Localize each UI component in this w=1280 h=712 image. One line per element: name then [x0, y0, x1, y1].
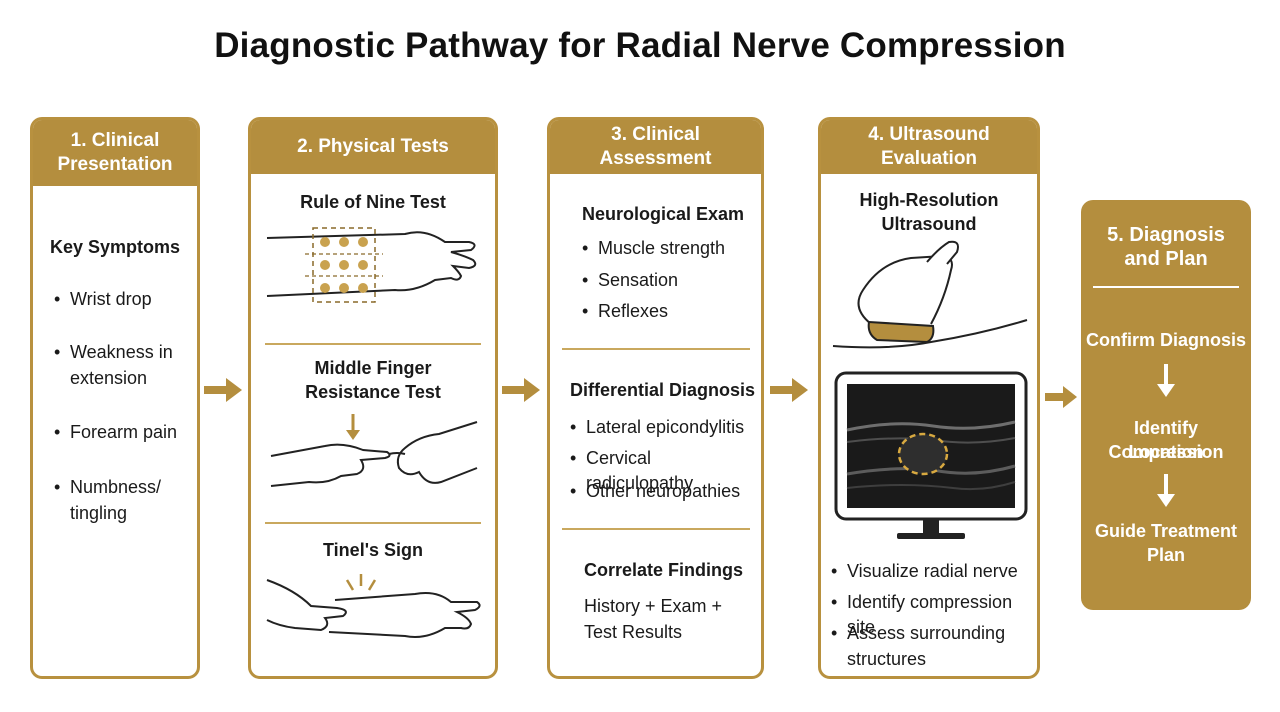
step4-item-3: Assess surrounding: [831, 621, 1005, 646]
step1-header: 1. Clinical Presentation: [33, 120, 197, 186]
step5-header-line1: 5. Diagnosis: [1107, 224, 1225, 246]
arrow-down-icon: [1157, 474, 1175, 507]
step5-step-a: Confirm Diagnosis: [1085, 330, 1246, 350]
step4-card: 4. Ultrasound Evaluation High-Resolution…: [818, 117, 1040, 679]
step3-header: 3. Clinical Assessment: [550, 120, 761, 174]
step2-divider-1: [265, 343, 481, 345]
step3-section3-line2: Test Results: [584, 622, 683, 642]
step1-item-3: Forearm pain: [54, 420, 177, 445]
step1-item-4-cont: tingling: [70, 503, 128, 523]
arrow-right-icon: [502, 378, 540, 402]
step3-card: 3. Clinical Assessment Neurological Exam…: [547, 117, 764, 679]
step2-header: 2. Physical Tests: [251, 120, 495, 174]
step5-step-b-line2: Location: [1128, 442, 1204, 462]
step5-step-c-line2: Plan: [1146, 545, 1185, 565]
step3-divider-1: [562, 348, 750, 350]
step5-step-c-line1: Guide Treatment: [1094, 521, 1238, 541]
step3-section1-item-1: Muscle strength: [582, 236, 725, 261]
step4-subheading-line1: High-Resolution: [859, 190, 999, 210]
tinel-sign-illustration: [266, 574, 481, 638]
step3-section3: Correlate Findings: [584, 560, 744, 580]
step2-test2-line1: Middle Finger: [314, 358, 432, 378]
step5-divider: [1093, 286, 1239, 288]
step1-item-4: Numbness/: [54, 475, 161, 500]
step2-card: 2. Physical Tests Rule of Nine Test Midd…: [248, 117, 498, 679]
step3-divider-2: [562, 528, 750, 530]
step1-header-line2: Presentation: [57, 154, 173, 175]
step1-item-2: Weakness in: [54, 340, 173, 365]
step5-header-line2: and Plan: [1124, 248, 1208, 270]
step1-subheading: Key Symptoms: [49, 237, 181, 257]
ultrasound-probe-illustration: [832, 240, 1028, 349]
step4-item-1: Visualize radial nerve: [831, 559, 1018, 584]
step2-divider-2: [265, 522, 481, 524]
arrow-down-icon: [1157, 364, 1175, 397]
ultrasound-monitor-icon: [834, 371, 1028, 539]
step5-card: 5. Diagnosis and Plan Confirm Diagnosis …: [1081, 200, 1251, 610]
arrow-right-icon: [770, 378, 808, 402]
finger-resistance-illustration: [270, 414, 478, 487]
step2-test1: Rule of Nine Test: [300, 192, 446, 212]
step2-test3: Tinel's Sign: [323, 540, 423, 560]
step1-item-1: Wrist drop: [54, 287, 152, 312]
step4-subheading-line2: Ultrasound: [881, 214, 977, 234]
arrow-right-icon: [1045, 386, 1077, 408]
step3-section1: Neurological Exam: [582, 204, 745, 224]
arrow-right-icon: [204, 378, 242, 402]
step2-test2-line2: Resistance Test: [305, 382, 441, 402]
page-title: Diagnostic Pathway for Radial Nerve Comp…: [214, 26, 1066, 65]
step3-section2-item-3: Other neuropathies: [570, 479, 740, 504]
step4-header: 4. Ultrasound Evaluation: [821, 120, 1037, 174]
forearm-dots-illustration: [266, 227, 477, 303]
step3-section2: Differential Diagnosis: [570, 380, 756, 400]
step1-header-line1: 1. Clinical: [70, 130, 160, 151]
step5-step-b-line1: Identify Compression: [1108, 418, 1224, 462]
step1-item-2-cont: extension: [70, 368, 148, 388]
step1-card: 1. Clinical Presentation Key Symptoms Wr…: [30, 117, 200, 679]
step3-section2-item-1: Lateral epicondylitis: [570, 415, 744, 440]
step4-item-3-cont: structures: [847, 649, 927, 669]
step3-section1-item-2: Sensation: [582, 268, 678, 293]
step3-section3-line1: History + Exam +: [584, 596, 723, 616]
step3-section1-item-3: Reflexes: [582, 299, 668, 324]
